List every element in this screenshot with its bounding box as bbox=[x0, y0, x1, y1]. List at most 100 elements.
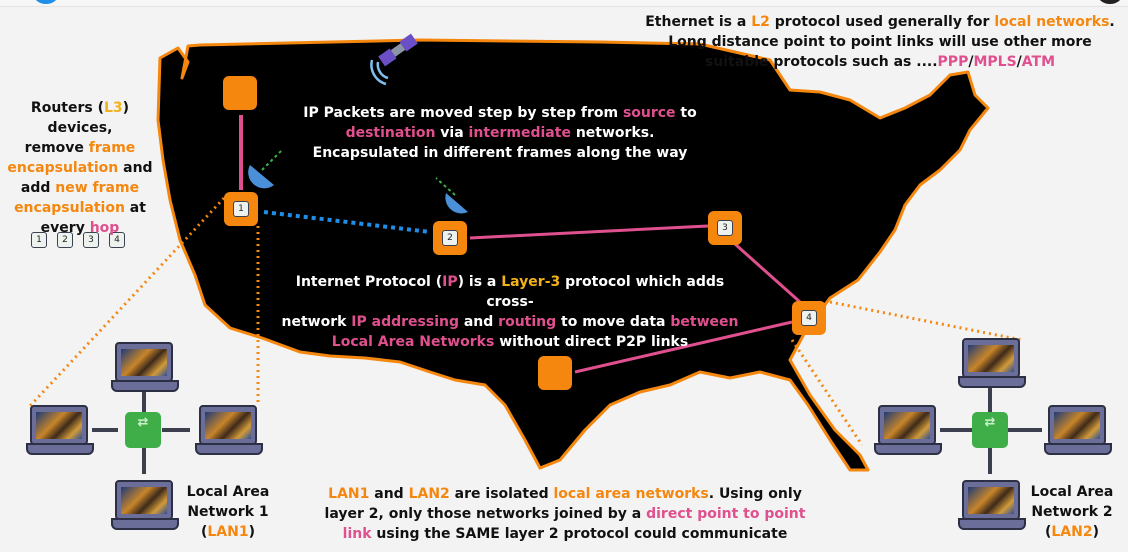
wireless-link-router1-router2 bbox=[263, 210, 431, 234]
text-segment: ) is a bbox=[457, 274, 502, 290]
laptop-icon bbox=[874, 405, 942, 455]
cable bbox=[988, 446, 992, 474]
text-segment: ) bbox=[248, 524, 256, 540]
text-segment: Routers ( bbox=[30, 100, 104, 116]
usa-map-outline bbox=[156, 38, 990, 472]
text-segment: local networks bbox=[994, 14, 1110, 30]
top-bar bbox=[0, 0, 1128, 7]
text-segment: frame bbox=[88, 140, 136, 156]
hop-badge: 4 bbox=[109, 232, 125, 248]
text-segment: without direct P2P links bbox=[494, 334, 689, 350]
text-segment: ( bbox=[1044, 524, 1052, 540]
cable bbox=[1008, 428, 1042, 432]
text-segment: LAN1 bbox=[207, 524, 249, 540]
text-segment: ) bbox=[1092, 524, 1100, 540]
text-segment: LAN2 bbox=[408, 486, 450, 502]
text-segment: encapsulation bbox=[14, 200, 125, 216]
satellite-signal-icon bbox=[370, 59, 389, 86]
text-segment: IP bbox=[442, 274, 458, 290]
text-segment: / bbox=[1016, 54, 1022, 70]
text-segment: Local Area bbox=[1030, 484, 1114, 500]
text-segment: between bbox=[670, 314, 739, 330]
text-segment: L3 bbox=[103, 100, 123, 116]
text-segment: networks. bbox=[570, 125, 655, 141]
router-number: 3 bbox=[717, 220, 733, 236]
text-segment: at bbox=[124, 200, 146, 216]
text-segment: local area networks bbox=[553, 486, 709, 502]
text-segment: L2 bbox=[751, 14, 770, 30]
satellite-dish-icon-2 bbox=[435, 177, 468, 214]
text-segment: / bbox=[968, 54, 974, 70]
text-segment: PPP bbox=[937, 54, 969, 70]
text-segment: to bbox=[675, 105, 697, 121]
ethernet-note: Ethernet is a L2 protocol used generally… bbox=[640, 12, 1120, 72]
text-segment: hop bbox=[89, 220, 120, 236]
text-segment: Long distance point to point links will … bbox=[668, 34, 1092, 50]
text-segment: Layer-3 bbox=[501, 274, 561, 290]
hop-legend: 1 2 3 4 bbox=[31, 232, 125, 248]
text-segment: ( bbox=[200, 524, 208, 540]
text-segment: network bbox=[281, 314, 352, 330]
text-segment: Internet Protocol ( bbox=[295, 274, 443, 290]
text-segment: protocol which adds cross- bbox=[486, 274, 725, 310]
text-segment: source bbox=[622, 105, 676, 121]
laptop-icon bbox=[958, 338, 1026, 388]
text-segment: new frame bbox=[55, 180, 140, 196]
text-segment: Network 1 bbox=[187, 504, 269, 520]
text-segment: IP addressing bbox=[351, 314, 459, 330]
text-segment: MPLS bbox=[973, 54, 1017, 70]
text-segment: every bbox=[40, 220, 90, 236]
text-segment: protocol used generally for bbox=[769, 14, 995, 30]
text-segment: add bbox=[20, 180, 56, 196]
router-2: 2 bbox=[433, 221, 467, 255]
partial-logo-icon bbox=[34, 0, 58, 4]
router-number: 4 bbox=[801, 310, 817, 326]
text-segment: layer 2, only those networks joined by a bbox=[324, 506, 647, 522]
text-segment: Network 2 bbox=[1031, 504, 1113, 520]
router-4: 4 bbox=[792, 301, 826, 335]
text-segment: destination bbox=[345, 125, 436, 141]
text-segment: ) devices, bbox=[47, 100, 130, 136]
text-segment: using the SAME layer 2 protocol could co… bbox=[371, 526, 788, 542]
text-segment: LAN1 bbox=[328, 486, 370, 502]
laptop-icon bbox=[26, 405, 94, 455]
laptop-icon bbox=[958, 480, 1026, 530]
text-segment: to move data bbox=[556, 314, 671, 330]
router-1: 1 bbox=[224, 192, 258, 226]
cable bbox=[940, 428, 972, 432]
hop-badge: 1 bbox=[31, 232, 47, 248]
text-segment: link bbox=[342, 526, 372, 542]
network-node-bottom bbox=[538, 356, 572, 390]
network-switch-icon: ⇄ bbox=[972, 412, 1008, 448]
cable bbox=[988, 386, 992, 412]
link-router3-router4 bbox=[734, 242, 801, 304]
satellite-dish-icon bbox=[248, 149, 283, 189]
laptop-icon bbox=[195, 405, 263, 455]
cable bbox=[92, 428, 118, 432]
text-segment: suitable protocols such as .... bbox=[704, 54, 938, 70]
text-segment: intermediate bbox=[468, 125, 571, 141]
text-segment: Encapsulated in different frames along t… bbox=[312, 145, 688, 161]
satellite-icon bbox=[378, 33, 418, 67]
text-segment: ATM bbox=[1021, 54, 1056, 70]
text-segment: IP Packets are moved step by step from bbox=[303, 105, 623, 121]
laptop-icon bbox=[111, 342, 179, 392]
text-segment: Local Area Networks bbox=[331, 334, 495, 350]
ip-protocol-note: Internet Protocol (IP) is a Layer-3 prot… bbox=[270, 272, 750, 352]
router-number: 2 bbox=[442, 230, 458, 246]
text-segment: and bbox=[118, 160, 153, 176]
text-segment: LAN2 bbox=[1051, 524, 1093, 540]
text-segment: and bbox=[458, 314, 499, 330]
laptop-icon bbox=[111, 480, 179, 530]
text-segment: direct point to point bbox=[646, 506, 806, 522]
cable bbox=[162, 428, 190, 432]
text-segment: . Using only bbox=[708, 486, 802, 502]
lan-isolation-note: LAN1 and LAN2 are isolated local area ne… bbox=[320, 484, 810, 544]
link-bottom-router4 bbox=[574, 320, 793, 374]
cable bbox=[142, 446, 146, 474]
router-3: 3 bbox=[708, 211, 742, 245]
